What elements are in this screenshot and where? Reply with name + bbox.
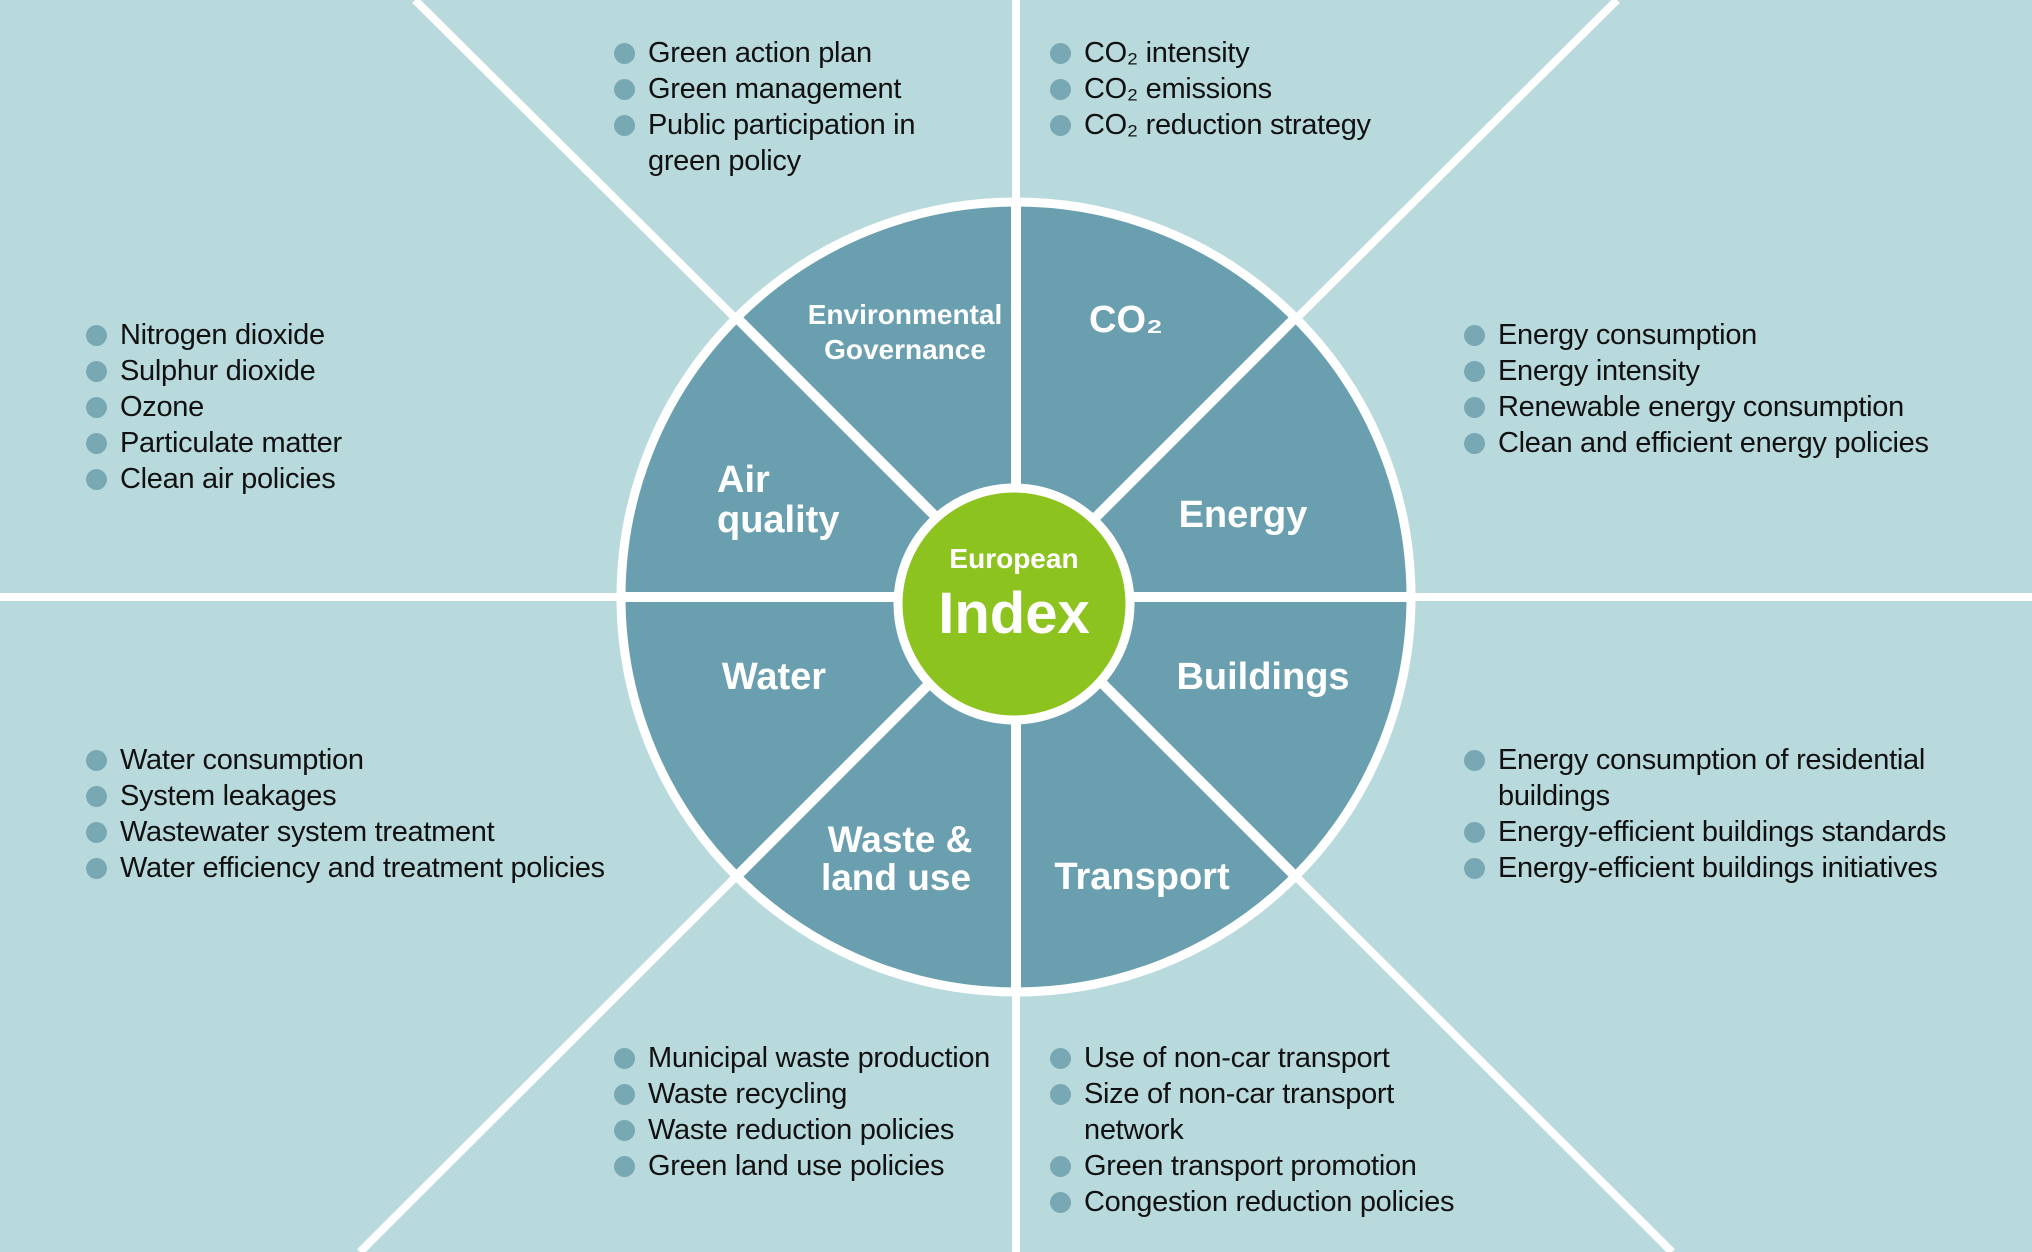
list-item: Waste recycling	[614, 1076, 994, 1112]
list-item: Sulphur dioxide	[86, 353, 506, 389]
list-item: Energy-efficient buildings initiatives	[1464, 850, 1984, 886]
list-item: Clean air policies	[86, 461, 506, 497]
list-air-quality: Nitrogen dioxide Sulphur dioxide Ozone P…	[86, 317, 506, 497]
list-item: CO₂ reduction strategy	[1050, 107, 1430, 143]
list-energy: Energy consumption Energy intensity Rene…	[1464, 317, 2024, 461]
list-item: CO₂ intensity	[1050, 35, 1430, 71]
center-top-label: European	[949, 543, 1078, 574]
list-item: Green management	[614, 71, 944, 107]
list-item: Energy consumption	[1464, 317, 2024, 353]
segment-label-environmental-governance-2: Governance	[824, 334, 986, 365]
list-item: Green transport promotion	[1050, 1148, 1470, 1184]
list-item: Renewable energy consumption	[1464, 389, 2024, 425]
segment-label-environmental-governance-1: Environmental	[808, 299, 1002, 330]
list-water: Water consumption System leakages Wastew…	[86, 742, 666, 886]
segment-label-air-quality-1: Air	[717, 459, 770, 501]
segment-label-buildings: Buildings	[1176, 656, 1349, 698]
list-item: Clean and efficient energy policies	[1464, 425, 2024, 461]
list-item: Congestion reduction policies	[1050, 1184, 1470, 1220]
segment-label-energy: Energy	[1179, 494, 1308, 536]
list-item: Energy consumption of residential buildi…	[1464, 742, 1984, 814]
center-circle	[893, 483, 1135, 725]
list-item: Water efficiency and treatment policies	[86, 850, 666, 886]
list-co2: CO₂ intensity CO₂ emissions CO₂ reductio…	[1050, 35, 1430, 143]
segment-label-air-quality-2: quality	[717, 499, 839, 541]
list-item: System leakages	[86, 778, 666, 814]
list-item: Municipal waste production	[614, 1040, 994, 1076]
list-item: Energy-efficient buildings standards	[1464, 814, 1984, 850]
list-item: Green action plan	[614, 35, 944, 71]
list-item: Waste reduction policies	[614, 1112, 994, 1148]
list-waste: Municipal waste production Waste recycli…	[614, 1040, 994, 1184]
list-item: Water consumption	[86, 742, 666, 778]
list-item: Public participation in green policy	[614, 107, 944, 179]
segment-label-water: Water	[722, 656, 826, 698]
list-item: Size of non-car transport network	[1050, 1076, 1470, 1148]
list-item: Nitrogen dioxide	[86, 317, 506, 353]
list-item: Use of non-car transport	[1050, 1040, 1470, 1076]
center-main-label: Index	[938, 581, 1090, 646]
list-transport: Use of non-car transport Size of non-car…	[1050, 1040, 1470, 1220]
segment-label-transport: Transport	[1054, 856, 1230, 898]
list-item: Wastewater system treatment	[86, 814, 666, 850]
list-item: Energy intensity	[1464, 353, 2024, 389]
list-environmental-governance: Green action plan Green management Publi…	[614, 35, 944, 179]
list-item: Ozone	[86, 389, 506, 425]
segment-label-waste-1: Waste &	[828, 819, 973, 860]
list-item: Green land use policies	[614, 1148, 994, 1184]
segment-label-waste-2: land use	[821, 857, 971, 898]
list-buildings: Energy consumption of residential buildi…	[1464, 742, 1984, 886]
list-item: CO₂ emissions	[1050, 71, 1430, 107]
list-item: Particulate matter	[86, 425, 506, 461]
segment-label-co2: CO₂	[1089, 299, 1163, 341]
